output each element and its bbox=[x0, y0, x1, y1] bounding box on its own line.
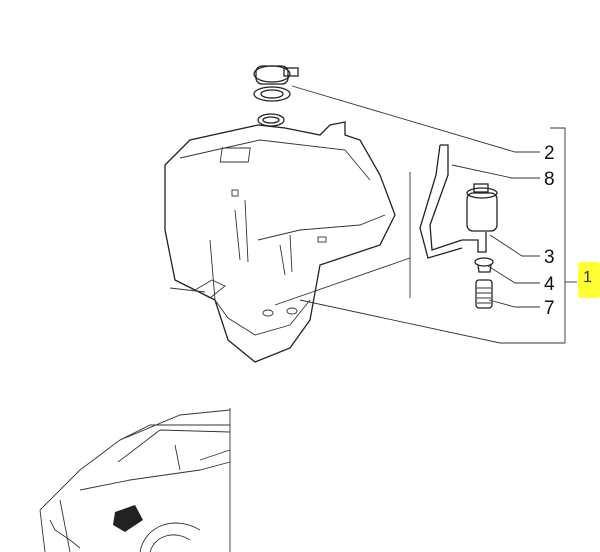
leader-lines bbox=[169, 85, 577, 344]
callout-1: 1 bbox=[583, 269, 592, 286]
callout-7: 7 bbox=[544, 298, 555, 319]
callout-2: 2 bbox=[544, 143, 555, 164]
callout-4: 4 bbox=[544, 274, 555, 295]
assembly-highlight bbox=[578, 262, 600, 298]
washer-tank bbox=[164, 121, 411, 363]
hose bbox=[419, 144, 463, 259]
callout-3: 3 bbox=[544, 247, 555, 268]
callout-8: 8 bbox=[544, 169, 555, 190]
car-location-sketch bbox=[39, 408, 231, 552]
pump bbox=[462, 183, 498, 309]
filler-cap bbox=[253, 65, 299, 127]
